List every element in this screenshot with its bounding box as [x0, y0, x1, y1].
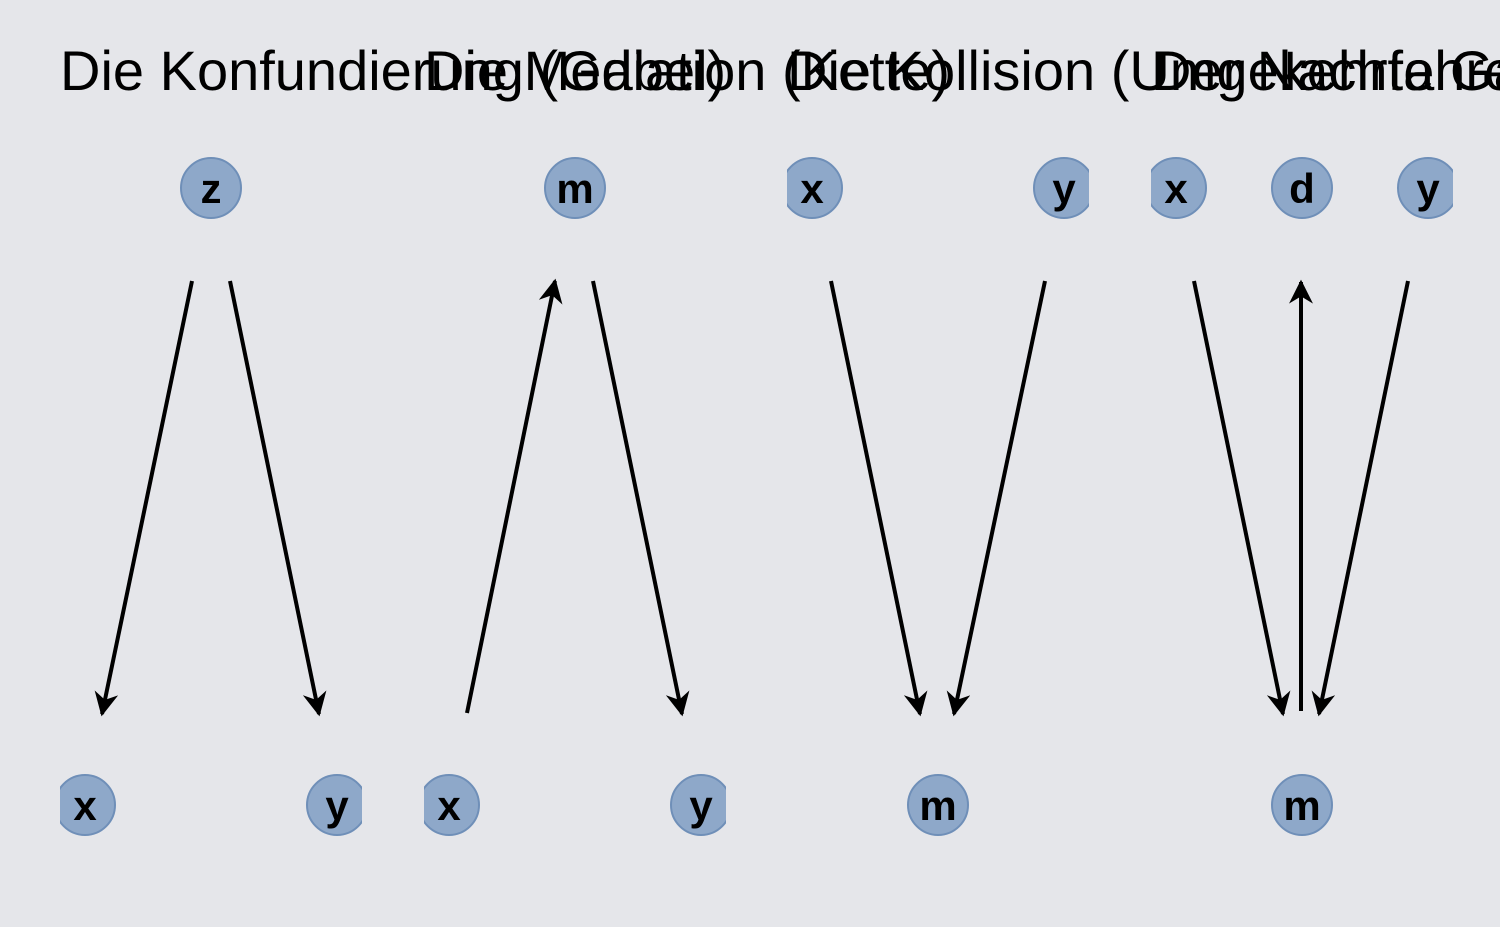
- node-label-d: d: [1289, 165, 1315, 212]
- edge-x-to-m: [465, 278, 563, 714]
- nodes-layer: z x y m x y x y m x d y m: [60, 157, 1453, 836]
- panel-nodes-2: x y m: [787, 157, 1089, 836]
- edge-z-to-x: [94, 280, 194, 717]
- panel-title-descendant: Der Nachfahre: [1151, 39, 1500, 102]
- panel-nodes-0: z x y: [60, 157, 362, 836]
- node-label-x: x: [800, 165, 824, 212]
- node-label-y: y: [325, 782, 349, 829]
- panel-title-collider: Die Kollision (Umgekehrte Gabel): [787, 39, 1500, 102]
- edge-y-to-m: [946, 280, 1047, 717]
- node-label-x: x: [1164, 165, 1188, 212]
- edge-m-to-y: [591, 280, 690, 717]
- panel-nodes-1: m x y: [424, 157, 726, 836]
- edges-layer: [94, 278, 1410, 717]
- node-label-x: x: [73, 782, 97, 829]
- node-label-m: m: [1283, 782, 1320, 829]
- node-label-y: y: [1416, 165, 1440, 212]
- panel-title-mediation: Die Mediation (Kette): [424, 39, 950, 102]
- node-m: [907, 774, 969, 836]
- panel-title-confounding: Die Konfundierung (Gabel): [60, 39, 726, 102]
- node-d: [1271, 157, 1333, 219]
- node-label-y: y: [1052, 165, 1076, 212]
- node-y: [670, 774, 726, 836]
- node-label-m: m: [556, 165, 593, 212]
- node-y: [306, 774, 362, 836]
- node-label-z: z: [201, 165, 222, 212]
- node-m: [544, 157, 606, 219]
- node-x: [60, 774, 116, 836]
- panel-nodes-3: x d y m: [1151, 157, 1453, 836]
- edge-x-to-m: [1192, 280, 1291, 717]
- edge-y-to-m: [1311, 280, 1410, 717]
- node-x: [424, 774, 480, 836]
- node-label-m: m: [919, 782, 956, 829]
- node-m: [1271, 774, 1333, 836]
- node-z: [180, 157, 242, 219]
- node-label-y: y: [689, 782, 713, 829]
- node-x: [1151, 157, 1207, 219]
- node-x: [787, 157, 843, 219]
- node-y: [1397, 157, 1453, 219]
- edge-z-to-y: [228, 280, 327, 717]
- edge-x-to-m: [829, 280, 928, 717]
- node-label-x: x: [437, 782, 461, 829]
- node-y: [1033, 157, 1089, 219]
